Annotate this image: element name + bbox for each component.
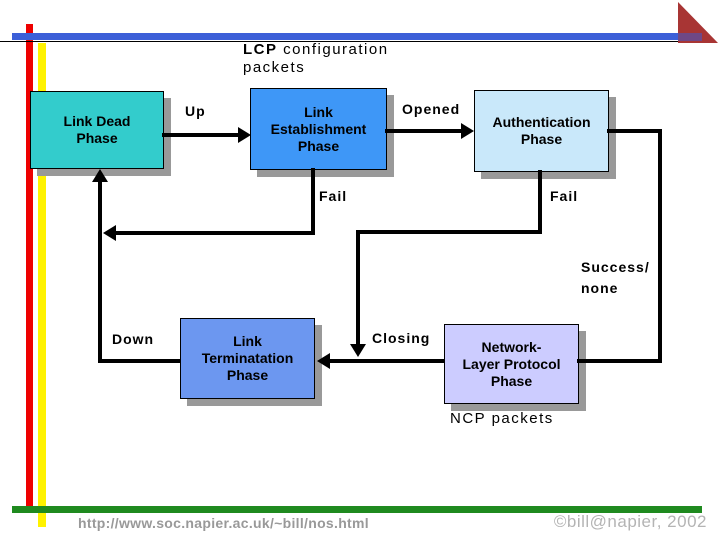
- link-termination-phase-box: Link Terminatation Phase: [180, 318, 315, 399]
- opened-arrow-line: [385, 129, 461, 133]
- box-label-line: Link: [304, 103, 333, 120]
- fail-establishment-label: Fail: [319, 188, 348, 204]
- triangle-bar-overlap-decoration: [678, 33, 702, 41]
- down-label: Down: [112, 331, 155, 347]
- slide-title-line1: LCP configuration: [243, 41, 389, 58]
- slide-title-line2: packets: [243, 59, 306, 76]
- success-path-segment: [607, 129, 662, 133]
- box-label-line: Phase: [226, 367, 269, 383]
- link-dead-phase-box: Link Dead Phase: [30, 91, 164, 169]
- box-label-line: Phase: [297, 137, 340, 154]
- box-label-line: Phase: [490, 372, 533, 389]
- top-blue-bar: [12, 33, 704, 40]
- success-none-label: Success/ none: [581, 257, 650, 299]
- establishment-fail-segment: [311, 168, 315, 235]
- box-label-line: Phase: [520, 131, 563, 147]
- closing-arrow-line: [330, 359, 444, 363]
- down-path-arrowhead-icon: [92, 169, 108, 182]
- yellow-stripe-decoration: [38, 43, 46, 527]
- success-path-segment: [577, 359, 662, 363]
- closing-label: Closing: [372, 330, 431, 346]
- establishment-fail-segment: [116, 231, 315, 235]
- box-label-line: Link Dead: [63, 113, 131, 129]
- network-layer-protocol-phase-box: Network- Layer Protocol Phase: [444, 324, 579, 404]
- authentication-fail-segment: [356, 230, 542, 234]
- bottom-green-bar: [12, 506, 702, 513]
- footer-copyright: ©bill@napier, 2002: [553, 512, 707, 531]
- establishment-fail-arrowhead-icon: [103, 225, 116, 241]
- opened-arrowhead-icon: [461, 123, 474, 139]
- link-establishment-phase-box: Link Establishment Phase: [250, 88, 387, 170]
- opened-label: Opened: [402, 101, 461, 117]
- box-label-line: Terminatation: [201, 350, 294, 366]
- red-stripe-decoration: [26, 24, 33, 506]
- closing-arrowhead-icon: [317, 353, 330, 369]
- up-arrowhead-icon: [238, 127, 251, 143]
- down-path-segment: [98, 359, 180, 363]
- footer-url: http://www.soc.napier.ac.uk/~bill/nos.ht…: [78, 515, 369, 531]
- success-label-line1: Success/: [581, 259, 650, 275]
- authentication-fail-segment: [356, 230, 360, 344]
- slide-title: LCP configuration packets: [243, 41, 389, 77]
- up-label: Up: [185, 103, 206, 119]
- authentication-fail-segment: [538, 170, 542, 234]
- box-label-line: Layer Protocol: [462, 355, 561, 372]
- authentication-phase-box: Authentication Phase: [474, 90, 609, 172]
- box-label-line: Authentication: [492, 114, 591, 130]
- up-arrow-line: [162, 133, 238, 137]
- box-label-line: Network-: [481, 338, 542, 355]
- fail-authentication-label: Fail: [550, 188, 579, 204]
- box-label-line: Phase: [76, 130, 118, 146]
- authentication-fail-arrowhead-icon: [350, 344, 366, 357]
- box-label-line: Establishment: [270, 120, 367, 137]
- success-label-line2: none: [581, 280, 619, 296]
- success-path-segment: [658, 129, 662, 363]
- corner-triangle-icon: [678, 2, 718, 43]
- top-thin-rule: [0, 41, 703, 42]
- box-label-line: Link: [233, 333, 262, 349]
- ncp-packets-caption: NCP packets: [450, 410, 554, 427]
- down-path-segment: [98, 181, 102, 363]
